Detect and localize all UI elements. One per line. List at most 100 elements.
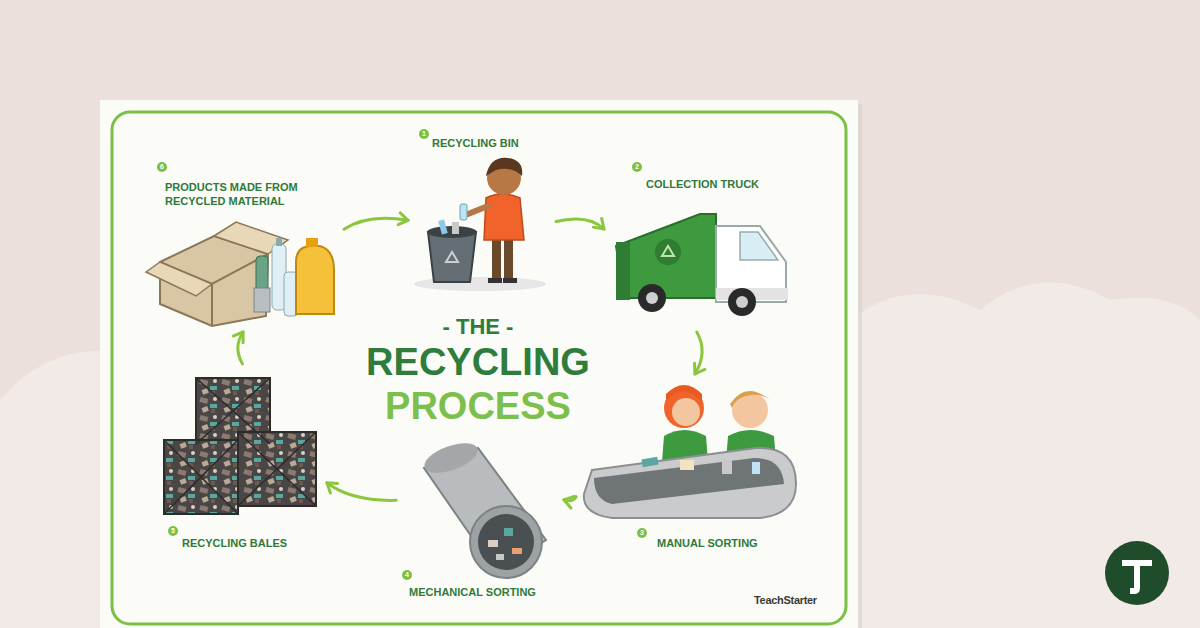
collection-truck [616, 214, 788, 316]
manual-sorting-workers-part [594, 458, 784, 504]
mechanical-sorting-drum-part [512, 548, 522, 554]
recycling-bales-part-part [238, 432, 316, 506]
mechanical-sorting-drum [421, 437, 546, 578]
recycling-bin-figure-part [486, 158, 522, 176]
cycle-arrow [233, 332, 243, 364]
teachstarter-logo [1105, 541, 1169, 605]
process-step: 1RECYCLING BIN [412, 126, 552, 294]
collection-truck-part [740, 232, 778, 260]
mechanical-sorting-drum-part [504, 528, 513, 536]
mechanical-sorting-drum-part [478, 514, 534, 570]
arrow-line [556, 219, 604, 229]
diagram-title: RECYCLING PROCESS [358, 340, 598, 428]
manual-sorting-workers-part [730, 391, 770, 408]
mechanical-sorting-drum-part [421, 437, 482, 479]
step-label: MANUAL SORTING [657, 536, 758, 550]
cycle-arrow [564, 497, 576, 509]
arrow-line [327, 483, 396, 501]
collection-truck-part [616, 214, 716, 298]
manual-sorting-workers-part [666, 385, 702, 402]
poster-card-part [100, 100, 858, 628]
collection-truck-part [616, 242, 630, 300]
callout-number: 1 [419, 129, 429, 139]
recycling-bales-part-part [164, 440, 238, 514]
recycled-products-part [160, 254, 268, 326]
recycled-products-part [306, 238, 318, 247]
manual-sorting-workers-part [641, 457, 658, 468]
recycled-products-part [276, 238, 282, 246]
cycle-arrow [556, 218, 604, 229]
recycled-products [146, 222, 334, 326]
manual-sorting-workers-part [680, 460, 694, 470]
teachstarter-logo-part [1122, 560, 1152, 594]
arrow-head [695, 363, 705, 374]
recycling-bales-part-part [196, 378, 270, 444]
mechanical-sorting-drum-part [496, 554, 504, 560]
recycled-products-part [254, 288, 270, 312]
recycling-bin-figure-part [460, 204, 467, 220]
process-step: 4MECHANICAL SORTING [400, 440, 560, 603]
callout-number: 4 [402, 570, 412, 580]
step-label: PRODUCTS MADE FROM RECYCLED MATERIAL [165, 180, 315, 208]
recycling-bin-figure-part [504, 238, 513, 280]
arrow-head [593, 218, 604, 229]
cycle-arrow [344, 213, 408, 229]
step-label: MECHANICAL SORTING [409, 585, 536, 599]
cycle-arrow [327, 483, 396, 501]
mechanical-sorting-drum-part [488, 540, 498, 547]
recycling-bin-figure-part [452, 222, 459, 234]
manual-sorting-workers [584, 385, 796, 518]
collection-truck-part [662, 246, 674, 256]
collection-truck-part [728, 288, 756, 316]
recycling-bin-figure-part [503, 278, 517, 283]
recycling-bales-part-part [238, 432, 316, 506]
process-step: 3MANUAL SORTING [580, 378, 802, 556]
step-label: RECYCLING BIN [432, 136, 519, 150]
cycle-arrow [695, 332, 705, 374]
recycled-products-part [146, 262, 212, 296]
title-prefix: - THE - [378, 314, 578, 340]
recycling-bin-figure-part [428, 232, 476, 282]
recycled-products-part [296, 246, 334, 314]
collection-truck-part [638, 284, 666, 312]
arrow-head [327, 483, 338, 493]
recycling-bin-figure [414, 158, 546, 291]
process-step: 5RECYCLING BALES [158, 368, 323, 554]
recycling-bales-part-part [196, 378, 270, 444]
callout-number: 2 [632, 162, 642, 172]
callout-number: 3 [637, 528, 647, 538]
arrow-head [564, 497, 574, 509]
recycling-bin-figure-part [438, 219, 447, 234]
step-label: COLLECTION TRUCK [646, 177, 759, 191]
recycling-bales [164, 378, 316, 514]
collection-truck-part [646, 292, 658, 304]
process-step: 6PRODUCTS MADE FROM RECYCLED MATERIAL [150, 158, 340, 328]
collection-truck-part [736, 296, 748, 308]
step-label: RECYCLING BALES [182, 536, 287, 550]
manual-sorting-workers-part [752, 462, 760, 474]
recycling-bin-figure-part [492, 238, 501, 280]
recycling-bin-figure-part [468, 206, 488, 214]
watermark: TeachStarter [754, 594, 817, 606]
manual-sorting-workers-part [672, 398, 700, 426]
collection-truck-part [655, 239, 681, 265]
callout-number: 6 [157, 162, 167, 172]
callout-number: 5 [168, 526, 178, 536]
recycling-bales-part [164, 378, 316, 514]
mechanical-sorting-drum-part [470, 506, 542, 578]
manual-sorting-workers-part [584, 448, 796, 518]
recycling-bin-figure-part [484, 194, 524, 240]
arrow-head [398, 213, 408, 225]
recycling-bin-figure-part [488, 278, 502, 283]
recycling-bin-figure-part [446, 252, 458, 262]
poster-card [100, 100, 862, 628]
teachstarter-logo-part [1105, 541, 1169, 605]
arrow-head [233, 332, 243, 343]
background-clouds-part [840, 282, 1200, 628]
process-step: 2COLLECTION TRUCK [608, 160, 793, 328]
manual-sorting-workers-part [722, 460, 732, 474]
recycling-bales-part [164, 378, 316, 514]
